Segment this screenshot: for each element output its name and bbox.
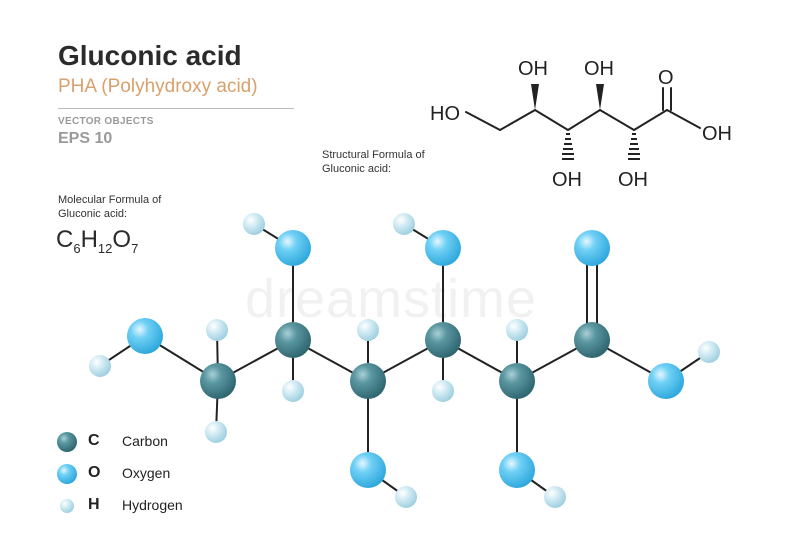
formula-h: H <box>80 226 98 253</box>
oxygen-atom <box>127 318 163 354</box>
bond-ho-c6 <box>465 111 501 131</box>
oxygen-atom <box>648 363 684 399</box>
carbon-atom <box>350 363 386 399</box>
hash-bond-c4 <box>562 133 574 160</box>
hydrogen-atom <box>205 421 227 443</box>
hydrogen-atom <box>282 380 304 402</box>
bond-c4-c3 <box>567 109 601 131</box>
legend-oxygen-name: Oxygen <box>122 465 171 481</box>
group-ho-left: HO <box>430 103 460 125</box>
bond-c3-c2 <box>599 109 635 131</box>
formula-o-count: 7 <box>131 240 139 256</box>
oxygen-atom <box>275 230 311 266</box>
carbon-atom <box>200 363 236 399</box>
legend-oxygen-ball <box>57 464 77 484</box>
formula-c: C <box>56 226 74 253</box>
structural-formula-label: Structural Formula of Gluconic acid: <box>322 148 442 176</box>
group-oh-right: OH <box>702 123 732 145</box>
group-oh-bot1: OH <box>552 169 582 191</box>
wedge-bond-c5 <box>531 84 539 110</box>
legend-carbon-ball <box>57 432 77 452</box>
group-oh-bot2: OH <box>618 169 648 191</box>
carbon-atom <box>574 322 610 358</box>
molecular-label-line1: Molecular Formula of <box>58 194 162 206</box>
formula-c-count: 6 <box>73 240 81 256</box>
bond-c6-c5 <box>499 109 536 131</box>
wedge-bond-c3 <box>596 84 604 110</box>
bond-c5-c4 <box>534 109 569 131</box>
legend-hydrogen-symbol: H <box>88 496 100 513</box>
hydrogen-atom <box>206 319 228 341</box>
carbon-atom <box>499 363 535 399</box>
oxygen-atom <box>350 452 386 488</box>
vector-objects-label: VECTOR OBJECTS <box>58 116 154 127</box>
hydrogen-atom <box>395 486 417 508</box>
molecular-formula: C6H12O7 <box>56 226 138 256</box>
hydrogen-atom <box>393 213 415 235</box>
formula-h-count: 12 <box>97 240 113 256</box>
bond-c1-oh <box>666 109 701 129</box>
group-o-top: O <box>658 67 674 89</box>
oxygen-atom <box>425 230 461 266</box>
legend-hydrogen-ball <box>60 499 74 513</box>
molecular-label-line2: Gluconic acid: <box>58 208 128 220</box>
formula-o: O <box>112 226 132 253</box>
oxygen-atom <box>574 230 610 266</box>
hydrogen-atom <box>357 319 379 341</box>
structural-label-line2: Gluconic acid: <box>322 163 392 175</box>
page-subtitle: PHA (Polyhydroxy acid) <box>58 76 258 97</box>
group-oh-top2: OH <box>584 58 614 80</box>
page-title: Gluconic acid <box>58 40 242 71</box>
legend-oxygen-symbol: O <box>88 464 101 481</box>
structural-label-line1: Structural Formula of <box>322 149 425 161</box>
hydrogen-atom <box>243 213 265 235</box>
molecular-formula-label: Molecular Formula of Gluconic acid: <box>58 193 178 221</box>
oxygen-atom <box>499 452 535 488</box>
legend-carbon-symbol: C <box>88 432 100 449</box>
hydrogen-atom <box>89 355 111 377</box>
hydrogen-atom <box>506 319 528 341</box>
hydrogen-atom <box>432 380 454 402</box>
legend-carbon-name: Carbon <box>122 433 168 449</box>
eps-label: EPS 10 <box>58 130 113 147</box>
bond-c2-c1 <box>633 109 668 131</box>
divider <box>58 108 294 109</box>
legend-hydrogen-name: Hydrogen <box>122 497 183 513</box>
hydrogen-atom <box>544 486 566 508</box>
carbon-atom <box>425 322 461 358</box>
carbon-atom <box>275 322 311 358</box>
hydrogen-atom <box>698 341 720 363</box>
group-oh-top1: OH <box>518 58 548 80</box>
hash-bond-c2 <box>628 133 640 160</box>
